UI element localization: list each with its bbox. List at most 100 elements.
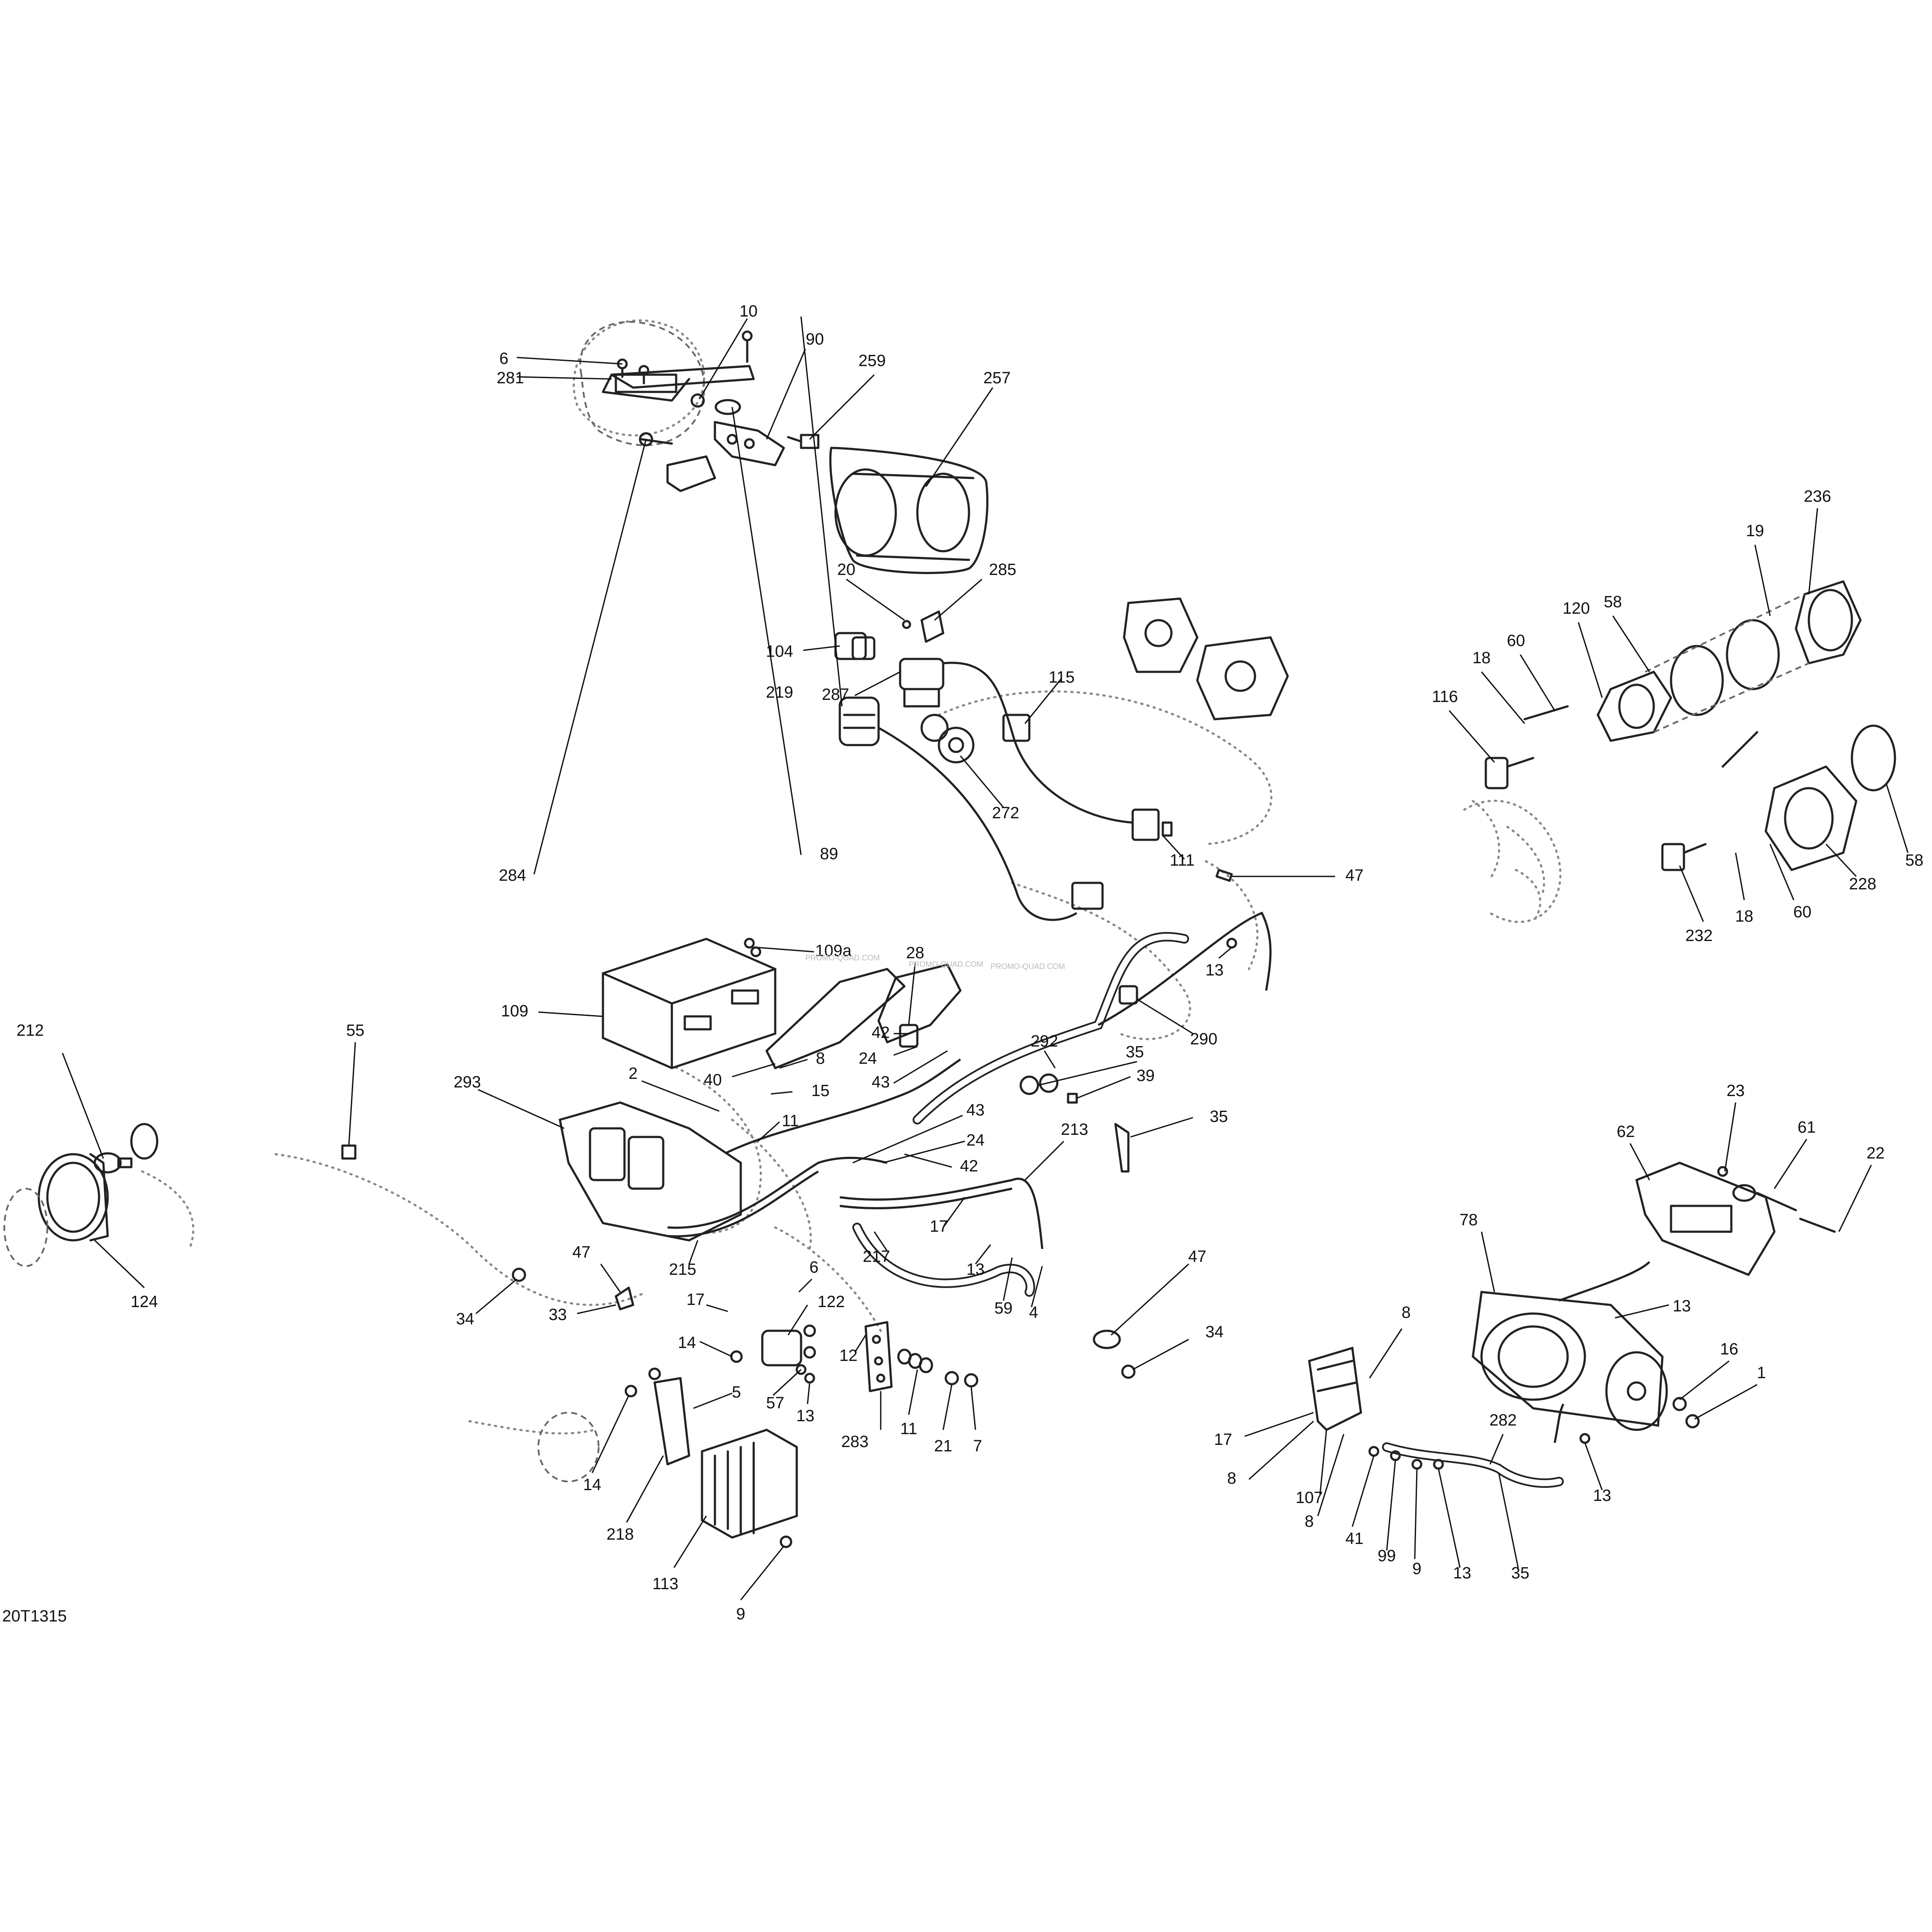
callout-7: 7 [973, 1437, 982, 1455]
callout-43-upper: 43 [872, 1073, 890, 1091]
callout-219: 219 [766, 683, 793, 702]
callout-57: 57 [766, 1394, 784, 1412]
terminal-cover-284 [639, 432, 716, 492]
callout-20: 20 [837, 561, 855, 579]
callout-8-winch: 8 [1401, 1304, 1410, 1322]
screw-20 [902, 620, 911, 629]
callout-213: 213 [1061, 1121, 1088, 1139]
callout-111: 111 [1170, 851, 1195, 870]
callout-13-winch-right: 13 [1593, 1487, 1611, 1505]
connector-55 [341, 1144, 357, 1160]
callout-120: 120 [1562, 599, 1590, 618]
callout-24-upper: 24 [859, 1050, 877, 1068]
callout-42-lower: 42 [960, 1157, 978, 1175]
nut-10 [690, 393, 705, 408]
bolt-13-upper [1226, 938, 1237, 949]
callout-281: 281 [497, 369, 524, 387]
callout-8-winch-lower: 8 [1305, 1513, 1314, 1531]
callout-11-upper: 11 [782, 1112, 798, 1130]
tie-35-mid [1114, 1123, 1130, 1173]
watermark-3: PROMO-QUAD.COM [991, 962, 1065, 971]
bolt-9-lower [780, 1535, 792, 1548]
callout-61: 61 [1798, 1118, 1816, 1137]
callout-33: 33 [549, 1306, 567, 1324]
connector-290 [1118, 985, 1138, 1005]
callout-24-lower: 24 [966, 1131, 985, 1149]
bracket-47-33 [615, 1286, 634, 1311]
callout-116: 116 [1432, 688, 1458, 706]
callout-6-lower: 6 [809, 1258, 818, 1277]
callout-290: 290 [1190, 1030, 1217, 1048]
callout-259: 259 [858, 352, 885, 370]
callout-107: 107 [1295, 1489, 1323, 1507]
solenoid-122 [761, 1324, 816, 1367]
callout-59: 59 [994, 1299, 1013, 1317]
callout-292: 292 [1031, 1032, 1058, 1050]
callout-282: 282 [1489, 1411, 1516, 1429]
callout-17-winch: 17 [1214, 1431, 1232, 1449]
callout-257: 257 [983, 369, 1010, 387]
connector-111 [1131, 808, 1173, 841]
callout-14-mid: 14 [678, 1334, 696, 1352]
callout-115: 115 [1049, 668, 1075, 686]
callout-124: 124 [130, 1293, 158, 1311]
main-harness-292 [723, 911, 1272, 1155]
callout-39: 39 [1137, 1067, 1155, 1085]
voltage-regulator-113 [701, 1429, 798, 1539]
callout-215: 215 [669, 1261, 696, 1279]
callout-90: 90 [806, 330, 824, 348]
bracket-283 [864, 1321, 893, 1392]
callout-293: 293 [453, 1073, 481, 1091]
diagram-reference: 20T1315 [2, 1607, 67, 1625]
callout-58-lower: 58 [1905, 851, 1923, 870]
starter-ring-58-lower [1851, 724, 1896, 792]
callout-287: 287 [822, 686, 849, 704]
callout-18-upper: 18 [1472, 649, 1491, 667]
starter-housing-228 [1764, 765, 1857, 871]
bolt-47-upper [1215, 869, 1233, 882]
callout-6-top: 6 [499, 350, 508, 368]
gauge-bezel-90 [714, 421, 785, 466]
headlight-124 [3, 1153, 109, 1267]
callout-4: 4 [1029, 1304, 1038, 1322]
bracket-218 [624, 1367, 690, 1466]
control-box-107 [1308, 1346, 1362, 1432]
callout-47-upper: 47 [1345, 867, 1364, 885]
watermark-1: PROMO-QUAD.COM [805, 954, 880, 962]
starter-bolt-18 [1523, 705, 1758, 768]
callout-104: 104 [766, 643, 793, 661]
bolt-61-22-23 [1717, 1166, 1836, 1233]
callout-10: 10 [739, 302, 758, 320]
callout-60-upper: 60 [1507, 632, 1525, 650]
callout-8-upper: 8 [816, 1050, 825, 1068]
callout-labels: 10 90 259 257 20 285 104 287 115 219 272… [16, 302, 1923, 1623]
nut-21-7 [944, 1371, 978, 1388]
sensor-116 [1485, 757, 1534, 789]
clip-47-34-right [1093, 1329, 1136, 1379]
callout-13-lower: 13 [796, 1407, 814, 1425]
switch-232 [1661, 843, 1707, 871]
callout-16: 16 [1720, 1340, 1738, 1358]
screws-109a [744, 938, 761, 957]
callout-9-left: 9 [736, 1605, 745, 1623]
callout-62: 62 [1617, 1123, 1635, 1141]
callout-43-lower: 43 [966, 1101, 985, 1119]
callout-232: 232 [1685, 927, 1712, 945]
callout-122: 122 [817, 1293, 845, 1311]
callout-228: 228 [1849, 875, 1876, 893]
watermark-2: PROMO-QUAD.COM [909, 960, 983, 969]
callout-14-lower: 14 [583, 1476, 601, 1494]
callout-11-lower: 11 [900, 1420, 917, 1438]
battery-109 [602, 938, 777, 1069]
callout-218: 218 [606, 1525, 634, 1544]
switch-287 [899, 658, 944, 708]
connector-lower [1071, 882, 1104, 910]
callout-13-winch-lower: 13 [1453, 1564, 1471, 1582]
washer-stack-11 [897, 1348, 933, 1373]
starter-end-cap-236 [1795, 580, 1862, 665]
starter-brush-120 [1597, 671, 1672, 742]
battery-holddown-281 [602, 365, 755, 402]
bracket-285 [920, 610, 944, 643]
callout-285: 285 [989, 561, 1016, 579]
callout-17-upper: 17 [930, 1218, 948, 1236]
